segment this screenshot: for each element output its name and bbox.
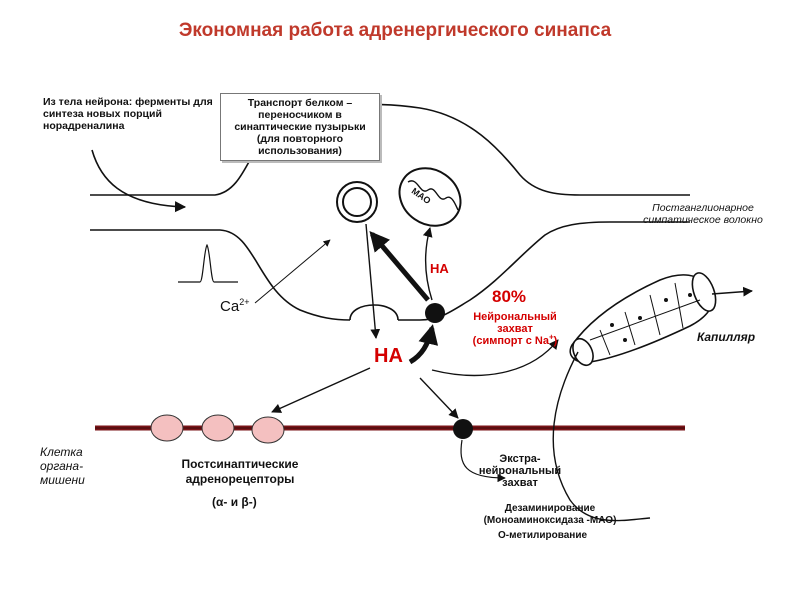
mao-full-label: (Моноаминоксидаза -МАО) [483,515,617,526]
action-potential-icon [178,243,238,283]
na-big-label: НА [374,345,403,367]
synaptic-vesicle-inner [342,187,372,217]
extraneuronal-uptake-label: Экстра-нейрональный захват [478,453,562,489]
deamination-label: Дезаминирование [504,503,596,514]
percent-label: 80% [492,287,527,306]
page-title: Экономная работа адренергического синапс… [178,20,612,41]
adrenoreceptor-1 [150,414,184,442]
neuronal-uptake-label: Нейрональный захват [473,311,557,335]
na-to-receptor-arrow [271,367,371,413]
calcium-label: Ca2+ [220,297,250,316]
extraneuronal-uptake-arrow [460,439,506,483]
target-cell-label: Клетка органа-мишени [40,445,85,487]
mitochondrion-cristae [407,180,459,211]
vesicle-transport-arrow [369,230,430,302]
receptor-types-label: (α- и β-) [212,495,257,509]
adrenoreceptor-2 [201,414,235,442]
presynaptic-terminal [90,103,690,321]
na-small-label: НА [430,261,449,276]
extraneuronal-transporter [453,419,473,439]
release-arrow [365,223,381,339]
capillary-label: Капилляр [697,330,756,344]
neuronal-uptake-arrow [408,324,439,365]
neuron-body-arrow [91,149,187,213]
mao-arrow [422,227,433,301]
capillary-flow-arrow [711,286,753,297]
axon-lower-membrane [90,229,351,321]
na-to-capillary-arrow [431,339,559,377]
symport-label: (симпорт с Na+) [472,332,558,347]
calcium-arrow [254,239,331,304]
capillary-icon [569,272,717,367]
methylation-label: О-метилирование [498,530,588,541]
transport-box: Транспорт белком – переносчиком в синапт… [220,93,380,161]
receptors-label: Постсинаптические адренорецепторы [181,457,299,486]
na-to-extraneuronal-arrow [419,377,459,419]
neuron-body-label: Из тела нейрона: ферменты для синтеза но… [43,96,213,132]
adrenoreceptor-3 [251,416,285,444]
membrane-transporter [425,303,445,323]
terminal-lower-membrane [398,221,690,321]
capillary-loop-line [552,351,651,522]
fiber-label: Постганглионарное симпатическое волокно [643,202,763,226]
exocytosis-bump [349,304,399,321]
